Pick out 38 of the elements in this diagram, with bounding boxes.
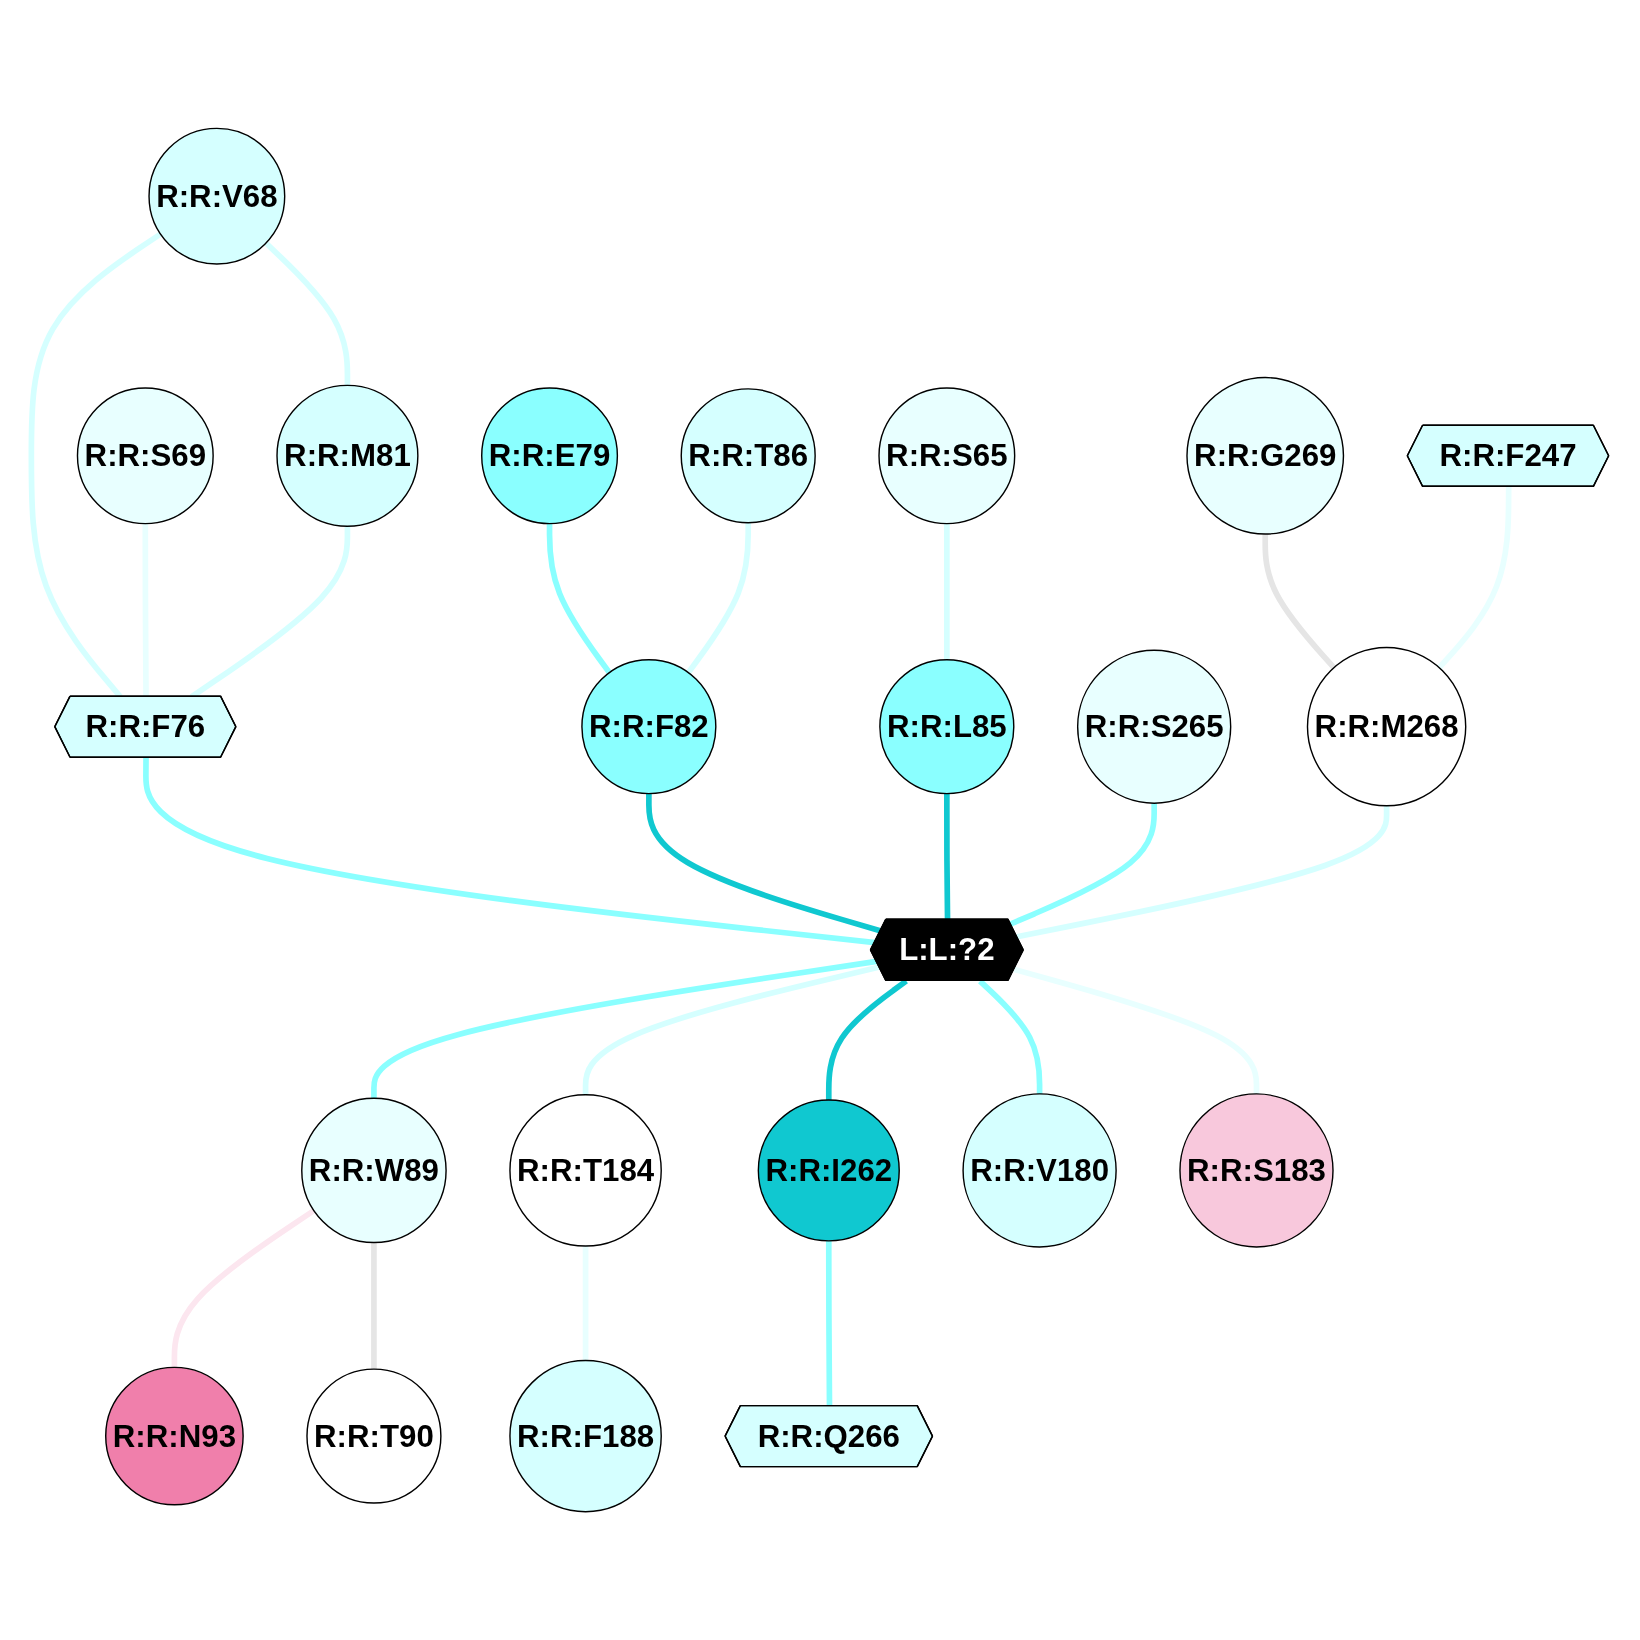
connector [142,523,149,697]
connector [371,958,878,1099]
node-circle: R:R:T184 [509,1094,662,1247]
node-circle: R:R:S69 [76,387,214,525]
connector [686,522,752,675]
node-circle: R:R:T90 [306,1368,442,1504]
node-circle: R:R:G269 [1186,376,1345,535]
node-circle: R:R:N93 [105,1366,244,1506]
node-circle: R:R:M268 [1306,646,1467,807]
connector [582,964,881,1095]
node-circle: R:R:M81 [276,384,419,527]
node-circle: R:R:I262 [757,1099,900,1242]
node-circle: R:R:E79 [481,387,619,525]
connector [143,757,876,946]
connector [944,523,950,660]
connector [371,1242,377,1370]
connector [582,1246,589,1361]
connector [944,793,951,921]
connector [1016,805,1390,940]
node-circle: R:R:V68 [148,127,286,265]
connector [825,1240,833,1407]
connector [1009,803,1157,927]
connector [1262,534,1336,670]
node-circle: R:R:W89 [301,1097,447,1244]
connector [263,240,351,386]
node-circle: R:R:L85 [879,658,1015,795]
connector [171,1208,316,1368]
node-circle: R:R:F82 [581,658,717,795]
connector [646,793,882,934]
node-circle: R:R:S265 [1076,649,1232,804]
node-circle: R:R:V180 [962,1093,1117,1248]
node-circle: R:R:S183 [1179,1093,1334,1248]
node-circle: R:R:F188 [509,1359,662,1513]
connector [546,523,612,675]
connector [1437,486,1512,670]
node-circle: R:R:S65 [878,387,1016,525]
node-circle: R:R:T86 [680,388,816,524]
connector [1013,966,1260,1094]
